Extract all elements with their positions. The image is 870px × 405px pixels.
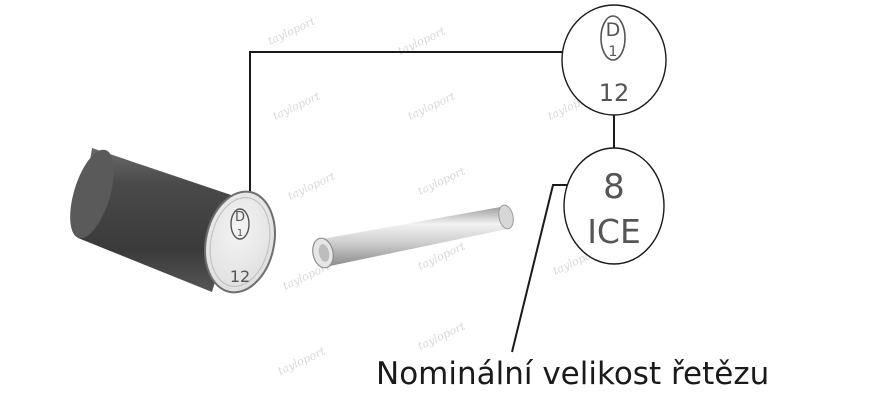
callout-bottom: 8 ICE xyxy=(563,147,665,265)
watermark-text: tayloport xyxy=(276,344,328,377)
pin-face-logo: D 1 xyxy=(230,208,250,240)
chain-pin-end-face xyxy=(204,190,276,294)
roll-pin-bore xyxy=(318,244,330,262)
roll-pin xyxy=(312,204,514,269)
chain-pin-body xyxy=(78,148,240,292)
chain-pin: D 1 12 xyxy=(70,148,276,294)
caption-label: Nominální velikost řetězu xyxy=(376,356,769,392)
callout-top-logo-digit: 1 xyxy=(609,44,618,60)
connector-line-top xyxy=(249,51,568,195)
pin-face-size-number: 12 xyxy=(230,267,250,286)
chain-pin-back-end xyxy=(70,149,114,239)
watermark-text: tayloport xyxy=(416,164,468,197)
roll-pin-body xyxy=(316,206,512,266)
logo-oval-icon xyxy=(230,208,250,240)
watermark-text: tayloport xyxy=(406,89,458,122)
roll-pin-far-end xyxy=(498,204,514,230)
callout-bottom-grade-text: ICE xyxy=(587,212,641,251)
callout-top-size-number: 12 xyxy=(599,79,630,107)
callout-bottom-size-number: 8 xyxy=(603,167,625,207)
chain-pin-face-rim xyxy=(209,197,271,287)
watermark-text: tayloport xyxy=(266,14,318,47)
callout-logo-oval-icon xyxy=(600,15,626,61)
watermark-text: tayloport xyxy=(286,169,338,202)
callout-bottom-circle xyxy=(563,147,665,265)
watermark-text: tayloport xyxy=(416,319,468,352)
callout-top: D 1 12 xyxy=(561,4,667,116)
logo-letter: D xyxy=(235,210,245,225)
callout-top-logo-letter: D xyxy=(606,19,621,41)
watermark-text: tayloport xyxy=(271,89,323,122)
logo-digit: 1 xyxy=(237,228,243,239)
watermark-group: tayloport tayloport tayloport tayloport … xyxy=(266,14,603,377)
